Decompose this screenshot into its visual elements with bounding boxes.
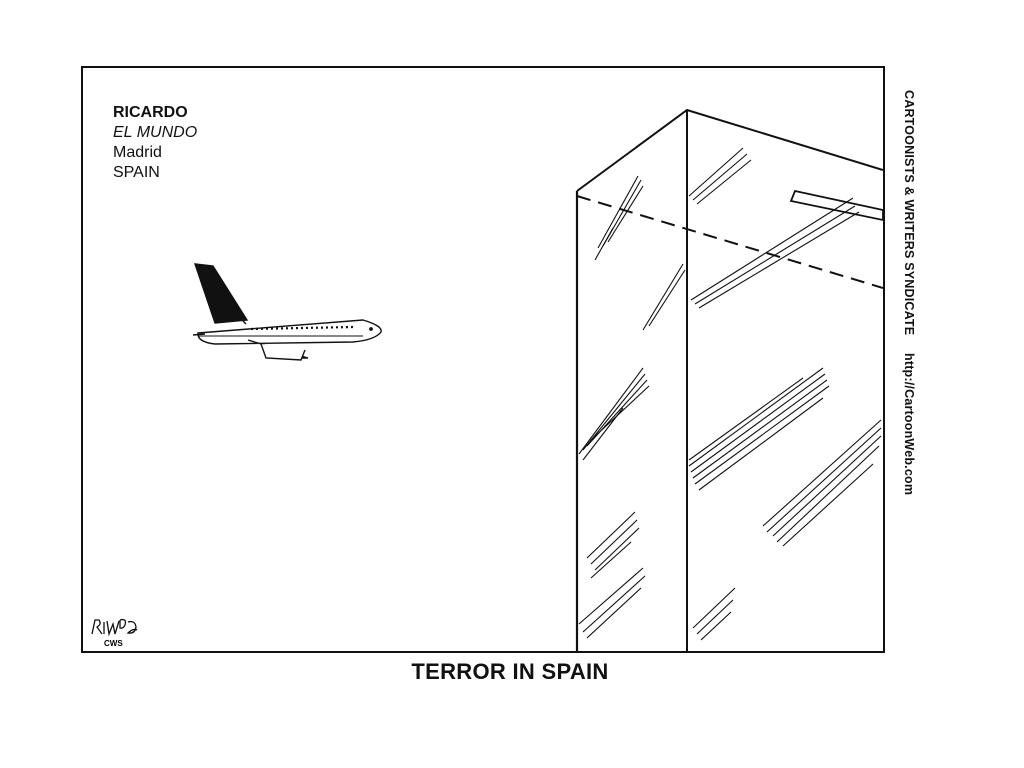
cartoon-panel: RICARDO EL MUNDO Madrid SPAIN CWS (81, 66, 885, 653)
signature-agency: CWS (104, 639, 123, 648)
artist-credit: RICARDO EL MUNDO Madrid SPAIN (113, 103, 197, 183)
airplane-drawing (192, 263, 382, 361)
publication-name: EL MUNDO (113, 124, 198, 141)
syndicate-name: CARTOONISTS & WRITERS SYNDICATE (902, 90, 916, 336)
airplane-tail-fin (193, 263, 249, 324)
artist-name: RICARDO (113, 104, 188, 121)
caption-text: TERROR IN SPAIN (411, 659, 609, 684)
cartoon-scene (192, 108, 883, 651)
artist-signature: CWS (91, 618, 138, 648)
syndicate-credit: CARTOONISTS & WRITERS SYNDICATE http://C… (902, 90, 916, 495)
credit-country: SPAIN (113, 164, 160, 181)
cartoon-caption: TERROR IN SPAIN (0, 659, 1020, 685)
tower-drawing (575, 108, 883, 651)
syndicate-url: http://CartoonWeb.com (902, 353, 916, 496)
credit-city: Madrid (113, 144, 162, 161)
